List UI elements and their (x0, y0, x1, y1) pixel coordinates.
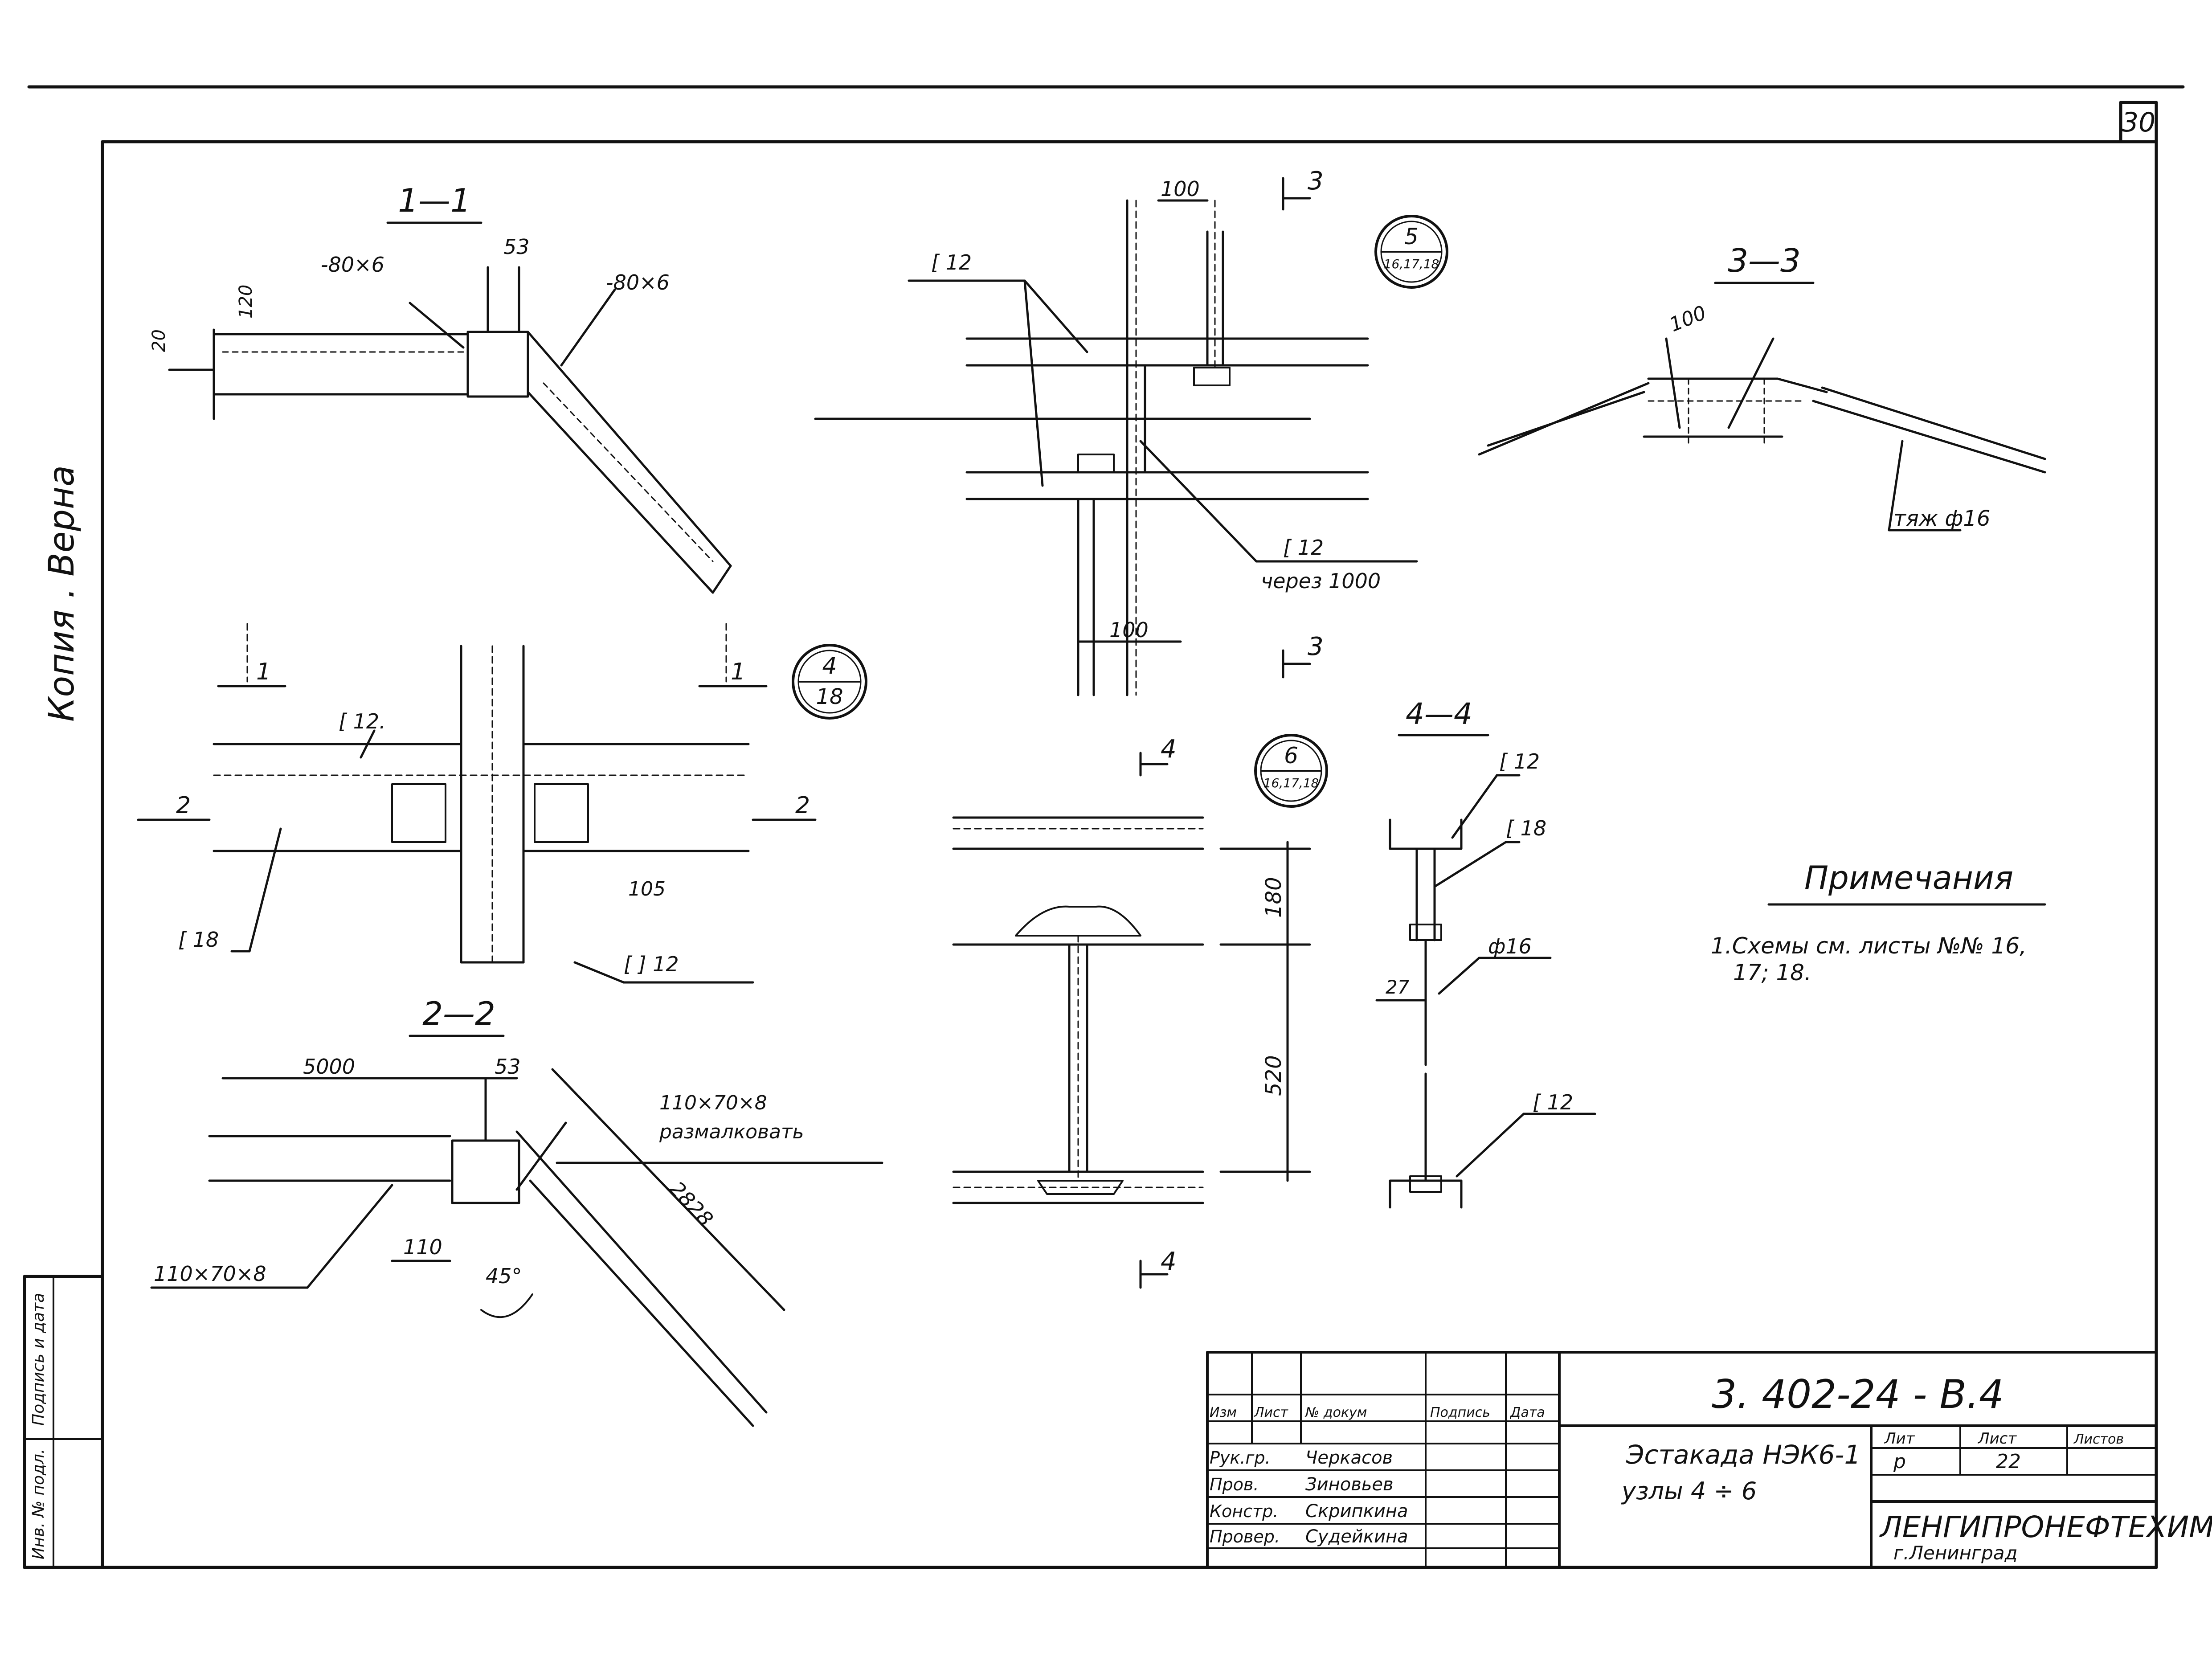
s11-label-b: -80×6 (606, 270, 670, 295)
callout-6: 6 16,17,18 (1254, 734, 1328, 808)
plan-cut-1-right: 1 (731, 659, 745, 685)
s22-label-d: размалковать (659, 1121, 804, 1143)
notes-title: Примечания (1804, 859, 2013, 896)
archive-stamp-label-1: Подпись и дата (29, 1293, 48, 1426)
section-2-2: 2—2 5000 53 110×70×8 размалковать 2828 1… (150, 995, 883, 1427)
s11-label-d: 120 (236, 285, 256, 319)
staff-name-3: Скрипкина (1305, 1501, 1408, 1522)
hdr-ndoc: № докум (1304, 1405, 1367, 1420)
archive-stamp-label-2: Инв. № подл. (29, 1449, 48, 1559)
plan-label-b: [ 18 (178, 928, 219, 952)
hdr-izm: Изм (1210, 1405, 1237, 1420)
s33-label-b: тяж ф16 (1893, 506, 1990, 531)
staff-role-1: Рук.гр. (1210, 1448, 1271, 1468)
node5-cut-3-bottom: 3 (1308, 632, 1324, 661)
staff-name-4: Судейкина (1305, 1526, 1408, 1547)
staff-role-2: Пров. (1210, 1475, 1259, 1494)
section-3-3: 3—3 100 тяж ф16 (1478, 242, 2046, 532)
s22-label-f: 110 (403, 1235, 442, 1259)
s44-label-c: ф16 (1488, 934, 1532, 958)
node5-label-d: через 1000 (1261, 569, 1381, 593)
callout-5-sheet: 16,17,18 (1384, 257, 1439, 271)
node-6-view: 180 520 4 4 (952, 735, 1311, 1289)
s44-label-d: 27 (1386, 976, 1410, 998)
org-name: ЛЕНГИПРОНЕФТЕХИМ (1879, 1510, 2212, 1544)
s11-label-a: -80×6 (321, 253, 384, 277)
lit-label: Лит (1884, 1430, 1915, 1448)
callout-5: 5 16,17,18 (1374, 215, 1448, 289)
sheet-frame (23, 85, 2185, 1569)
s11-label-c: 53 (503, 235, 530, 259)
node5-label-b: [ 12 (931, 250, 972, 274)
hdr-sign: Подпись (1430, 1405, 1490, 1420)
sheet-number: 30 (2122, 107, 2155, 138)
plan-label-a: [ 12. (339, 709, 386, 733)
title-block: 3. 402-24 - В.4 Изм Лист № докум Подпись… (1206, 1351, 2212, 1569)
callout-5-number: 5 (1404, 224, 1419, 250)
section-1-1: 1—1 -80×6 -80×6 53 120 20 (149, 182, 732, 594)
section-4-4: 4—4 [ 12 [ 18 ф16 27 [ 12 (1375, 697, 1596, 1209)
callout-6-number: 6 (1284, 743, 1298, 769)
plan-view: [ 12. [ 18 105 [ ] 12 1 1 2 2 (137, 623, 817, 984)
node6-label-a: 180 (1261, 877, 1286, 918)
node5-label-e: 100 (1109, 618, 1149, 642)
lit-value: р (1893, 1450, 1906, 1473)
drawing-title-1: Эстакада НЭК6-1 (1626, 1440, 1860, 1470)
s11-label-e: 20 (149, 329, 169, 352)
s22-label-e: 2828 (665, 1177, 718, 1231)
s22-label-a: 5000 (303, 1055, 355, 1079)
node-5-view: 100 [ 12 [ 12 через 1000 100 3 3 (814, 167, 1418, 696)
callout-4-sheet: 18 (816, 684, 843, 709)
hdr-date: Дата (1509, 1405, 1545, 1420)
s22-label-c: 110×70×8 (659, 1092, 767, 1114)
s22-label-b: 53 (495, 1055, 521, 1079)
callout-4-number: 4 (822, 653, 837, 679)
staff-role-3: Констр. (1210, 1501, 1278, 1521)
s33-label-a: 100 (1666, 301, 1709, 336)
notes-block: Примечания 1.Схемы см. листы №№ 16, 17; … (1711, 859, 2046, 986)
staff-name-1: Черкасов (1305, 1448, 1393, 1468)
node5-label-c: [ 12 (1283, 536, 1324, 560)
node5-label-a: 100 (1161, 177, 1200, 201)
s22-label-g: 45° (486, 1264, 522, 1288)
doc-code: 3. 402-24 - В.4 (1712, 1371, 2004, 1417)
callout-6-sheet: 16,17,18 (1263, 776, 1319, 790)
callout-4: 4 18 (792, 644, 867, 720)
org-city: г.Ленинград (1893, 1542, 2018, 1564)
plan-cut-2-left: 2 (176, 792, 191, 819)
section-2-2-title: 2—2 (422, 995, 495, 1032)
side-copy-stamp: Копия . Верна (42, 465, 82, 722)
section-4-4-title: 4—4 (1406, 697, 1472, 731)
s44-label-a: [ 12 (1499, 749, 1540, 773)
s44-label-e: [ 12 (1533, 1090, 1573, 1114)
sheet-label: Лист (1977, 1430, 2017, 1448)
s22-label-h: 110×70×8 (154, 1262, 266, 1286)
sheets-label: Листов (2073, 1432, 2124, 1447)
plan-cut-2-right: 2 (795, 792, 810, 819)
plan-label-d: [ ] 12 (624, 952, 679, 976)
plan-cut-1-left: 1 (256, 659, 271, 685)
staff-role-4: Провер. (1210, 1527, 1280, 1546)
plan-label-c: 105 (628, 878, 666, 900)
drawing-title-2: узлы 4 ÷ 6 (1621, 1477, 1757, 1505)
notes-line-2: 17; 18. (1733, 960, 1811, 986)
node6-cut-4-top: 4 (1161, 735, 1177, 764)
s44-label-b: [ 18 (1506, 816, 1546, 840)
notes-line-1: 1.Схемы см. листы №№ 16, (1711, 933, 2027, 959)
node5-cut-3-top: 3 (1308, 167, 1324, 196)
section-3-3-title: 3—3 (1728, 242, 1801, 279)
node6-label-b: 520 (1261, 1055, 1286, 1096)
node6-cut-4-bottom: 4 (1161, 1247, 1177, 1276)
staff-name-2: Зиновьев (1305, 1474, 1394, 1495)
section-1-1-title: 1—1 (398, 182, 471, 219)
sheet-value: 22 (1996, 1450, 2021, 1473)
hdr-list: Лист (1254, 1405, 1289, 1420)
